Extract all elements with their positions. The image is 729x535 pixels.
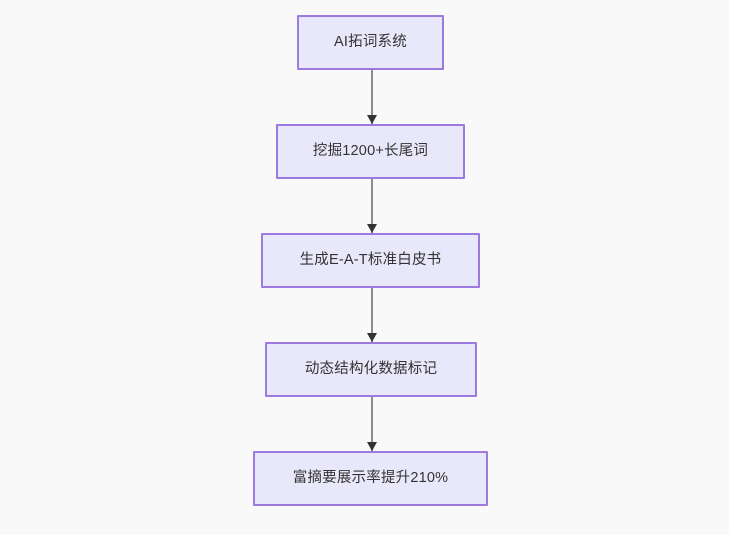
edge-generate-eat-whitepaper-to-dynamic-structured-data [366,288,377,342]
flow-node-generate-eat-whitepaper[interactable]: 生成E-A-T标准白皮书 [261,233,480,288]
flow-node-ai-keyword-system[interactable]: AI拓词系统 [297,15,444,70]
flow-node-label: 富摘要展示率提升210% [292,469,449,486]
edge-line [371,397,373,451]
edge-ai-keyword-system-to-mine-longtail-keywords [366,70,377,124]
flow-node-rich-snippet-uplift[interactable]: 富摘要展示率提升210% [253,451,488,506]
edge-dynamic-structured-data-to-rich-snippet-uplift [366,397,377,451]
arrow-head-icon [366,333,377,342]
flow-node-label: 生成E-A-T标准白皮书 [299,251,442,268]
flow-node-label: 动态结构化数据标记 [304,360,438,377]
edge-line [371,288,373,342]
flow-node-dynamic-structured-data[interactable]: 动态结构化数据标记 [265,342,477,397]
arrow-head-icon [366,115,377,124]
flow-node-label: AI拓词系统 [334,33,407,50]
flow-node-mine-longtail-keywords[interactable]: 挖掘1200+长尾词 [276,124,465,179]
arrow-head-icon [366,442,377,451]
arrow-head-icon [366,224,377,233]
edge-mine-longtail-keywords-to-generate-eat-whitepaper [366,179,377,233]
edge-line [371,70,373,124]
flow-node-label: 挖掘1200+长尾词 [312,142,429,159]
edge-line [371,179,373,233]
